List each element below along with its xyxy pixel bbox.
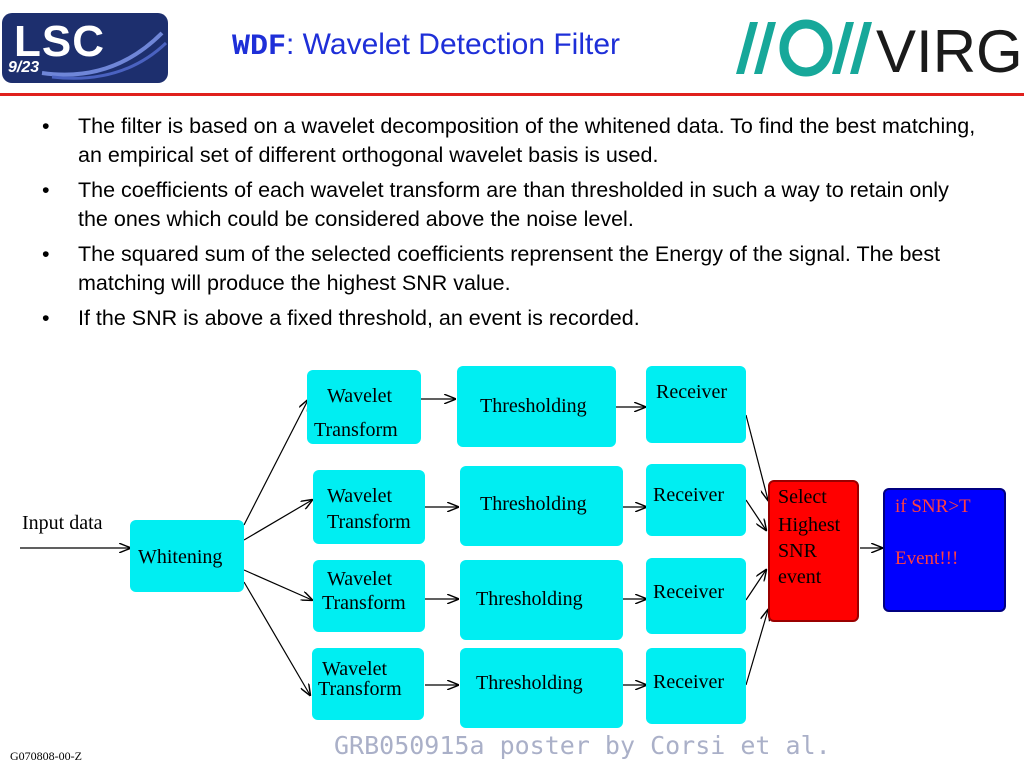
- select-line-3: SNR: [778, 540, 817, 562]
- poster-credit: GRB050915a poster by Corsi et al.: [334, 731, 831, 760]
- thresholding-label: Thresholding: [480, 493, 587, 515]
- bullet-item: • If the SNR is above a fixed threshold, …: [30, 304, 980, 333]
- receiver-box-3: Receiver: [646, 558, 746, 634]
- wavelet-transform-box-1: Wavelet Transform: [307, 370, 421, 444]
- bullet-text: If the SNR is above a fixed threshold, a…: [78, 306, 640, 330]
- bullet-marker: •: [42, 178, 50, 202]
- header-divider: [0, 93, 1024, 96]
- wavelet-label: Wavelet: [322, 658, 388, 680]
- arrow-whitening-to-wavelet-4: [243, 581, 310, 695]
- page-title: WDF: Wavelet Detection Filter: [232, 28, 620, 64]
- decision-event: Event!!!: [895, 548, 959, 569]
- receiver-label: Receiver: [653, 671, 725, 693]
- bullet-item: • The squared sum of the selected coeffic…: [30, 240, 980, 297]
- receiver-label: Receiver: [653, 581, 725, 603]
- page-number: 9/23: [8, 59, 40, 76]
- bullet-text: The filter is based on a wavelet decompo…: [78, 114, 976, 167]
- select-highest-snr-box: Select Highest SNR event: [768, 480, 859, 622]
- wavelet-label: Wavelet: [327, 385, 393, 407]
- flow-diagram: Input data Whitening Wavelet Transform T…: [0, 360, 1024, 740]
- thresholding-box-1: Thresholding: [457, 366, 616, 447]
- thresholding-box-3: Thresholding: [460, 560, 623, 640]
- receiver-box-4: Receiver: [646, 648, 746, 724]
- receiver-label: Receiver: [656, 381, 728, 403]
- arrow-receiver-1-to-select: [745, 414, 768, 500]
- virgo-logo: VIRGO: [728, 16, 1024, 85]
- transform-label: Transform: [322, 592, 406, 614]
- arrow-whitening-to-wavelet-1: [243, 400, 308, 526]
- select-line-2: Highest: [778, 514, 841, 536]
- thresholding-label: Thresholding: [476, 588, 583, 610]
- virgo-logo-text: VIRGO: [876, 18, 1024, 78]
- transform-label: Transform: [314, 419, 398, 441]
- title-abbreviation: WDF: [232, 30, 287, 64]
- wavelet-transform-box-4: Wavelet Transform: [312, 648, 424, 720]
- arrow-whitening-to-wavelet-2: [243, 500, 312, 541]
- bullet-list: • The filter is based on a wavelet decomp…: [30, 112, 980, 340]
- bullet-marker: •: [42, 114, 50, 138]
- arrow-receiver-4-to-select: [745, 610, 768, 686]
- decision-condition: if SNR>T: [895, 496, 971, 517]
- title-text: : Wavelet Detection Filter: [286, 28, 621, 61]
- arrow-whitening-to-wavelet-3: [243, 569, 312, 600]
- lsc-logo-text: LSC: [14, 17, 105, 66]
- lsc-logo: LSC 9/23: [2, 13, 168, 83]
- transform-label: Transform: [318, 678, 402, 700]
- select-line-4: event: [778, 566, 822, 588]
- thresholding-box-2: Thresholding: [460, 466, 623, 546]
- whitening-box: Whitening: [130, 520, 244, 592]
- transform-label: Transform: [327, 511, 411, 533]
- bullet-item: • The coefficients of each wavelet transf…: [30, 176, 980, 233]
- wavelet-transform-box-2: Wavelet Transform: [313, 470, 425, 544]
- whitening-label: Whitening: [138, 546, 223, 568]
- select-line-1: Select: [778, 486, 827, 508]
- thresholding-label: Thresholding: [480, 395, 587, 417]
- bullet-marker: •: [42, 242, 50, 266]
- thresholding-box-4: Thresholding: [460, 648, 623, 728]
- flow-arrows: [20, 360, 1024, 740]
- thresholding-label: Thresholding: [476, 672, 583, 694]
- wavelet-transform-box-3: Wavelet Transform: [313, 560, 425, 632]
- wavelet-label: Wavelet: [327, 568, 393, 590]
- wavelet-label: Wavelet: [327, 485, 393, 507]
- snr-threshold-box: if SNR>T Event!!!: [883, 488, 1006, 612]
- bullet-item: • The filter is based on a wavelet decomp…: [30, 112, 980, 169]
- input-data-label: Input data: [22, 512, 103, 534]
- arrow-receiver-3-to-select: [745, 570, 766, 601]
- bullet-text: The squared sum of the selected coeffici…: [78, 242, 941, 295]
- receiver-label: Receiver: [653, 484, 725, 506]
- lsc-logo-swoosh: [41, 31, 168, 80]
- bullet-marker: •: [42, 306, 50, 330]
- arrow-receiver-2-to-select: [745, 499, 766, 530]
- receiver-box-2: Receiver: [646, 464, 746, 536]
- bullet-text: The coefficients of each wavelet transfo…: [78, 178, 949, 231]
- document-id: G070808-00-Z: [10, 749, 82, 763]
- receiver-box-1: Receiver: [646, 366, 746, 443]
